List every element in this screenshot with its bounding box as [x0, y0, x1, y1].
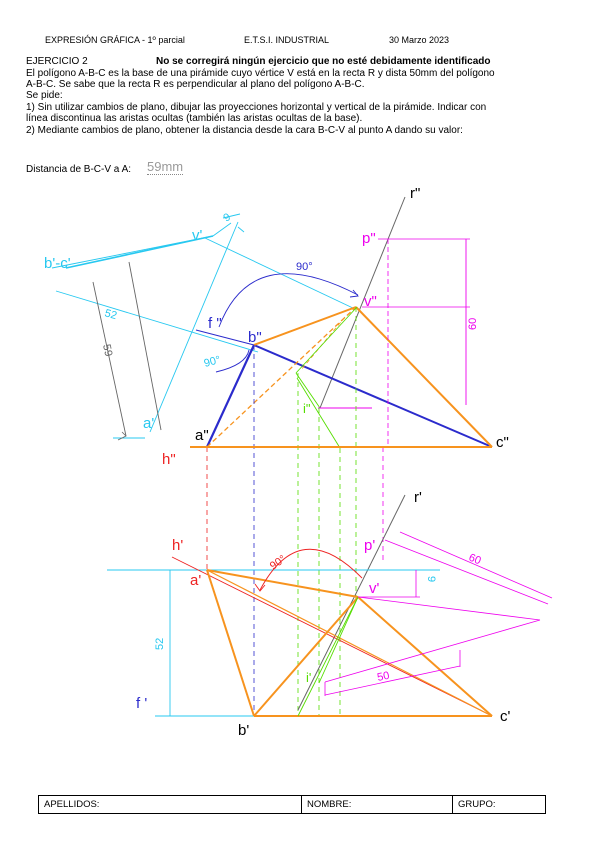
label-a-horizontal: a'	[190, 572, 201, 589]
recall-lines	[206, 307, 384, 716]
group-field[interactable]: GRUPO:	[458, 799, 496, 810]
label-v-vertical: v"	[364, 293, 377, 310]
distance-construction-horizontal	[324, 531, 553, 696]
header-school: E.T.S.I. INDUSTRIAL	[244, 35, 330, 45]
label-h-vertical: h"	[162, 451, 176, 468]
auxiliary-construction	[51, 213, 356, 439]
surname-field[interactable]: APELLIDOS:	[39, 796, 302, 813]
label-i-vertical: i"	[303, 401, 311, 416]
label-p-horizontal: p'	[364, 537, 375, 554]
exercise-title: EJERCICIO 2	[26, 56, 88, 67]
edge-v-c-vertical	[355, 306, 493, 448]
answer-label: Distancia de B-C-V a A:	[26, 164, 132, 175]
answer-value: 59mm	[147, 159, 184, 175]
dimension-labels: 9 52 59 90° 90° 60 90° 9 60 52 50	[100, 211, 483, 684]
label-v-aux: v'	[192, 227, 203, 244]
dim-aux-9: 9	[222, 211, 233, 224]
dashed-orange-construction	[300, 316, 346, 371]
edge-a-b-vertical	[206, 344, 255, 448]
dim-hor-52: 52	[154, 638, 166, 650]
edge-a-v-hidden-vertical	[206, 306, 357, 448]
dim-aux-52: 52	[103, 307, 118, 322]
label-r-vertical: r"	[410, 185, 420, 202]
dim-hor-50: 50	[376, 670, 390, 684]
edge-b-v-vertical	[253, 306, 357, 346]
line-r-vertical	[319, 196, 406, 409]
label-i-horizontal: i'	[306, 670, 311, 685]
angle-arc-top	[218, 273, 359, 328]
edge-b-v-horizontal	[253, 596, 359, 717]
dim-angle-small: 90°	[203, 354, 222, 370]
statement-line-1: El polígono A-B-C es la base de una pirá…	[26, 68, 495, 79]
label-a-aux: a'	[143, 415, 154, 432]
angle-arrow-top	[349, 289, 359, 298]
identification-box: APELLIDOS: NOMBRE: GRUPO:	[38, 795, 546, 814]
label-v-horizontal: v'	[369, 580, 380, 597]
label-c-vertical: c"	[496, 434, 509, 451]
aux-distance-59-line	[92, 281, 127, 437]
statement-line-2: A-B-C. Se sabe que la recta R es perpend…	[26, 79, 365, 90]
dim-aux-59: 59	[100, 343, 114, 357]
line-r-horizontal	[297, 494, 406, 711]
dim-angle-top: 90°	[296, 261, 313, 273]
label-c-horizontal: c'	[500, 708, 511, 725]
angle-arc-small	[215, 349, 250, 373]
label-p-vertical: p"	[362, 230, 376, 247]
edge-a-c-horizontal	[206, 569, 493, 717]
point-labels: r" p" v" b" a" c" i" f " h" v' b'-c' a' …	[44, 185, 511, 739]
task-1-line-1: 1) Sin utilizar cambios de plano, dibuja…	[26, 102, 487, 113]
task-2: 2) Mediante cambios de plano, obtener la…	[26, 125, 463, 136]
label-a-vertical: a"	[195, 427, 209, 444]
intersection-construction-vertical	[295, 306, 372, 449]
dim-height-60: 60	[467, 318, 479, 330]
header-subject: EXPRESIÓN GRÁFICA - 1º parcial	[45, 35, 185, 45]
edge-v-c-horizontal	[357, 596, 493, 717]
edge-b-c-vertical	[253, 344, 493, 448]
intersection-construction-horizontal	[297, 596, 359, 717]
warning-text: No se corregirá ningún ejercicio que no …	[156, 56, 491, 67]
line-f-vertical	[195, 329, 255, 346]
asks-label: Se pide:	[26, 90, 63, 101]
label-r-horizontal: r'	[414, 489, 422, 506]
label-b-horizontal: b'	[238, 722, 249, 739]
task-1-line-2: línea discontinua las aristas ocultas (t…	[26, 113, 363, 124]
label-b-vertical: b"	[248, 329, 262, 346]
label-f-vertical: f "	[208, 315, 222, 332]
edge-a-v-horizontal	[206, 569, 359, 598]
name-field[interactable]: NOMBRE:	[302, 796, 453, 813]
aux-edge-bc	[65, 235, 214, 269]
header-date: 30 Marzo 2023	[389, 35, 450, 45]
aux-arrowhead	[117, 431, 127, 441]
angle-arc-bottom	[259, 548, 363, 591]
dim-hor-9: 9	[425, 576, 437, 582]
dim-hor-60: 60	[467, 552, 483, 568]
angle-arrow-bottom	[254, 583, 266, 592]
line-h-horizontal	[171, 556, 493, 717]
label-bc-aux: b'-c'	[44, 255, 71, 272]
edge-a-b-horizontal	[206, 569, 255, 717]
aux-line-a	[128, 261, 162, 431]
label-h-horizontal: h'	[172, 537, 183, 554]
label-f-horizontal: f '	[136, 695, 147, 712]
